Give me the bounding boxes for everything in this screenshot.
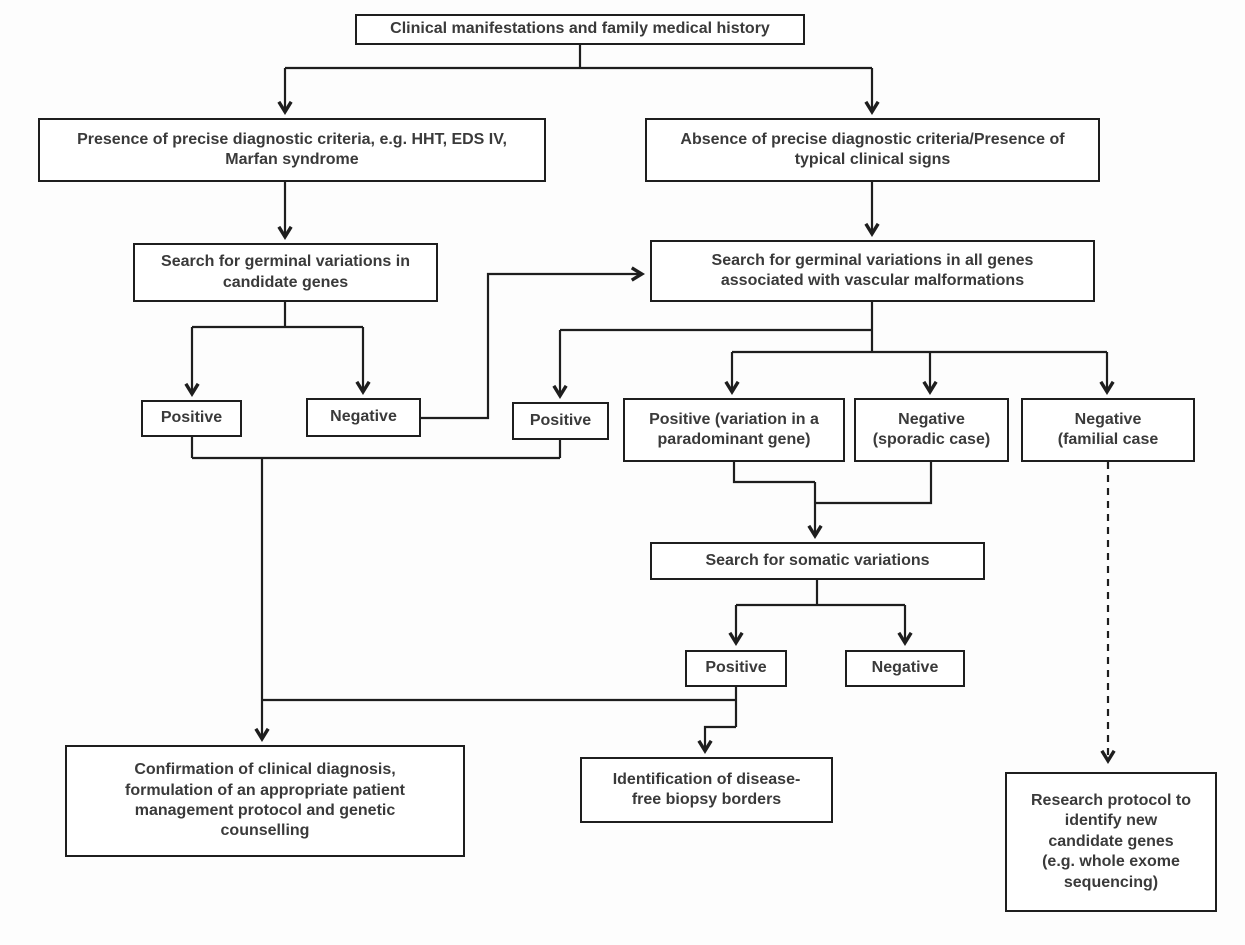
node-negative-sporadic: Negative (sporadic case) (854, 398, 1009, 462)
node-negative-familial: Negative (familial case (1021, 398, 1195, 462)
node-search-somatic: Search for somatic variations (650, 542, 985, 580)
node-negative-sporadic-label: Negative (sporadic case) (872, 410, 991, 448)
node-presence-label: Presence of precise diagnostic criteria,… (77, 130, 507, 168)
node-search-candidate: Search for germinal variations in candid… (133, 243, 438, 302)
node-positive-candidate-label: Positive (160, 409, 223, 427)
node-positive-somatic: Positive (685, 650, 787, 687)
node-positive-all-label: Positive (529, 411, 592, 429)
node-confirmation-label: Confirmation of clinical diagnosis, form… (124, 761, 405, 840)
node-clinical: Clinical manifestations and family medic… (355, 14, 805, 45)
node-negative-familial-label: Negative (familial case (1057, 410, 1159, 448)
node-negative-somatic-label: Negative (871, 659, 939, 677)
node-positive-somatic-label: Positive (705, 659, 767, 677)
node-absence: Absence of precise diagnostic criteria/P… (645, 118, 1100, 182)
node-positive-candidate: Positive (141, 400, 242, 437)
edge-positivesomatic-identification (705, 725, 736, 750)
node-positive-paradominant: Positive (variation in a paradominant ge… (623, 398, 845, 462)
node-search-all-label: Search for germinal variations in all ge… (711, 251, 1034, 289)
node-absence-label: Absence of precise diagnostic criteria/P… (680, 130, 1065, 168)
edge-negative-searchall (421, 274, 641, 420)
node-research-label: Research protocol to identify new candid… (1030, 791, 1192, 891)
node-search-candidate-label: Search for germinal variations in candid… (161, 253, 410, 291)
edge-sporadic-somatic (815, 462, 933, 505)
node-presence: Presence of precise diagnostic criteria,… (38, 118, 546, 182)
node-clinical-label: Clinical manifestations and family medic… (390, 20, 770, 38)
node-negative-candidate-label: Negative (330, 408, 397, 426)
node-search-somatic-label: Search for somatic variations (705, 551, 930, 569)
node-identification: Identification of disease- free biopsy b… (580, 757, 833, 823)
node-positive-all: Positive (512, 402, 609, 440)
node-confirmation: Confirmation of clinical diagnosis, form… (65, 745, 465, 857)
node-positive-paradominant-label: Positive (variation in a paradominant ge… (649, 410, 819, 448)
node-identification-label: Identification of disease- free biopsy b… (612, 770, 801, 808)
node-search-all: Search for germinal variations in all ge… (650, 240, 1095, 302)
node-negative-candidate: Negative (306, 398, 421, 437)
node-research: Research protocol to identify new candid… (1005, 772, 1217, 912)
edge-paradominant-somatic (732, 462, 815, 484)
node-negative-somatic: Negative (845, 650, 965, 687)
